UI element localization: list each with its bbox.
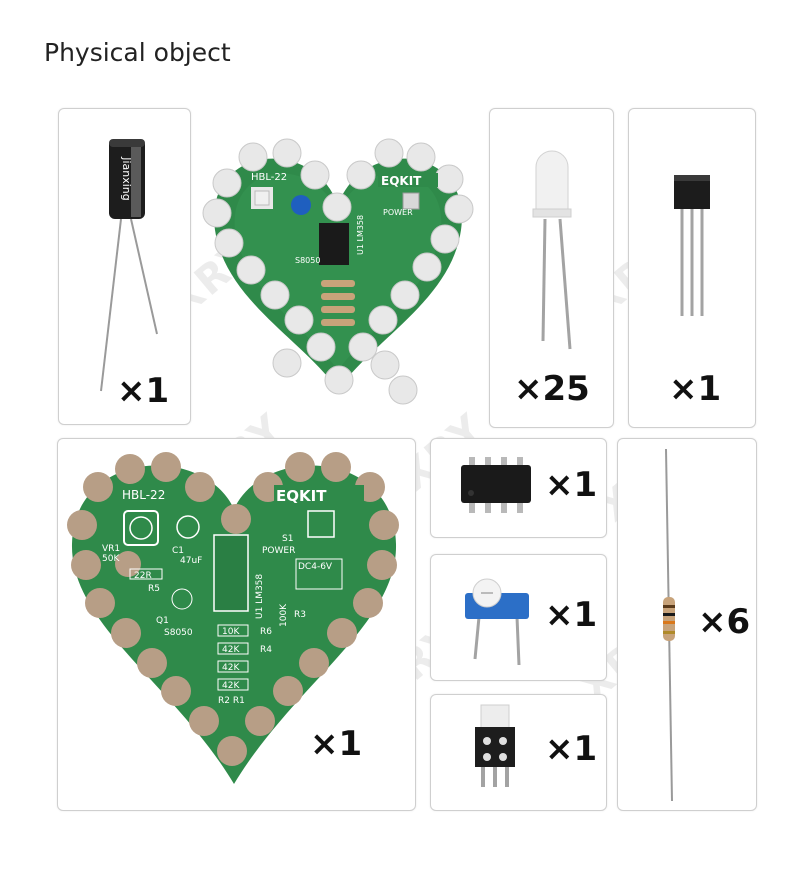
card-ic-chip: ×1 — [430, 438, 607, 538]
pcb-r2r1: R2 R1 — [218, 696, 245, 706]
card-switch: ×1 — [430, 694, 607, 811]
heart-small-board-label: HBL-22 — [251, 172, 287, 183]
card-resistor: ×6 — [617, 438, 757, 811]
pcb-r6-val: 10K — [222, 627, 240, 637]
heart-small-power: POWER — [383, 208, 413, 217]
pcb-r5-val: 22R — [134, 571, 152, 581]
pcb-r4: R4 — [260, 645, 272, 655]
ic-chip-qty: ×1 — [545, 465, 598, 505]
switch-image — [475, 704, 515, 787]
assembled-heart-image: HBL-22 EQKIT POWER U1 LM358 S8050 — [202, 138, 474, 405]
pcb-dc: DC4-6V — [298, 562, 333, 572]
pcb-r5: R5 — [148, 584, 160, 594]
heart-small-brand: EQKIT — [381, 174, 422, 188]
transistor-image — [674, 175, 710, 316]
led-qty: ×25 — [514, 369, 590, 409]
pcb-vr: VR1 — [102, 544, 120, 554]
card-potentiometer: ×1 — [430, 554, 607, 681]
page-heading: Physical object — [44, 38, 231, 67]
capacitor-brand: Jianxing — [120, 156, 133, 201]
pcb-cap: C1 — [172, 546, 184, 556]
led-image — [532, 150, 572, 350]
pcb-r3-val: 100K — [279, 603, 289, 627]
heart-pcb-image: HBL-22 VR1 50K C1 47uF 22R R5 Q1 S8050 E… — [67, 452, 399, 784]
transistor-qty: ×1 — [669, 369, 722, 409]
pcb-ic: U1 LM358 — [255, 574, 265, 619]
pcb-q1-val: S8050 — [164, 628, 193, 638]
resistor-qty: ×6 — [698, 602, 751, 642]
potentiometer-image — [465, 578, 529, 666]
pcb-power: POWER — [262, 546, 295, 556]
pcb-brand: EQKIT — [276, 487, 327, 505]
ic-chip-image — [461, 457, 531, 513]
pcb-r1-val: 42K — [222, 681, 240, 691]
card-heart-pcb: HBL-22 VR1 50K C1 47uF 22R R5 Q1 S8050 E… — [57, 438, 416, 811]
heart-small-q1: S8050 — [295, 256, 320, 265]
pcb-r4-val: 42K — [222, 645, 240, 655]
capacitor-qty: ×1 — [117, 371, 170, 411]
card-transistor: ×1 — [628, 108, 756, 428]
pcb-board-label: HBL-22 — [122, 488, 165, 502]
resistor-image — [663, 448, 675, 802]
card-led: ×25 — [489, 108, 614, 428]
pcb-switch: S1 — [282, 534, 293, 544]
potentiometer-qty: ×1 — [545, 595, 598, 635]
pcb-q1: Q1 — [156, 616, 169, 626]
pcb-r2-val: 42K — [222, 663, 240, 673]
heart-small-ic: U1 LM358 — [356, 215, 365, 255]
pcb-cap-val: 47uF — [180, 556, 202, 566]
card-capacitor: Jianxing ×1 — [58, 108, 191, 425]
switch-qty: ×1 — [545, 729, 598, 769]
pcb-r3: R3 — [294, 610, 306, 620]
pcb-r6: R6 — [260, 627, 272, 637]
capacitor-image: Jianxing — [100, 139, 158, 392]
heart-pcb-qty: ×1 — [310, 724, 363, 764]
pcb-vr-val: 50K — [102, 554, 120, 564]
